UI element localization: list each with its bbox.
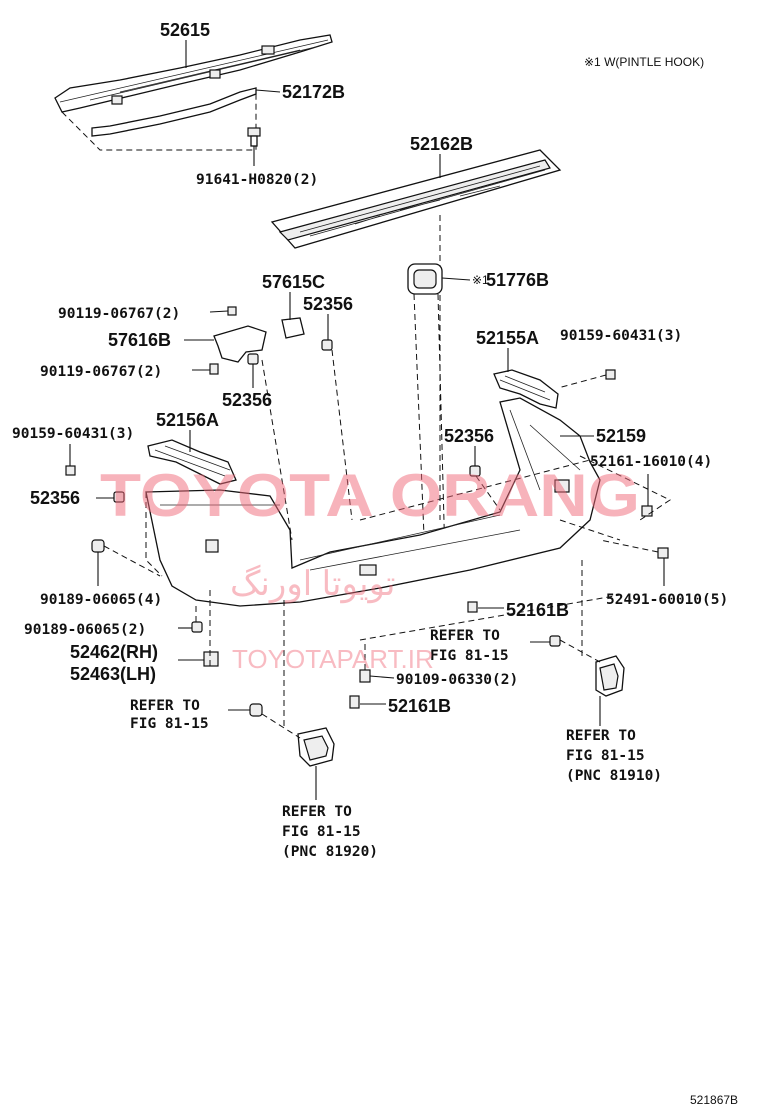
clip-52356-b[interactable]: [247, 353, 259, 365]
refer-2-line2: FIG 81-15: [130, 716, 209, 732]
refer-4-line2: FIG 81-15: [282, 824, 361, 840]
label-91641: 91641-H0820(2): [196, 172, 318, 188]
label-52463: 52463(LH): [70, 664, 156, 684]
screw-90159-60431-a[interactable]: [605, 369, 616, 380]
label-52159: 52159: [596, 426, 646, 446]
label-52156A: 52156A: [156, 410, 219, 430]
refer-3-line2: FIG 81-15: [566, 748, 645, 764]
clip-52356-c[interactable]: [113, 491, 125, 503]
label-52462: 52462(RH): [70, 642, 158, 662]
diagram-id: 521867B: [690, 1093, 738, 1107]
label-52161B-a: 52161B: [506, 600, 569, 620]
part-51776B-pintle-cover[interactable]: [407, 263, 443, 295]
label-52356-d: 52356: [444, 426, 494, 446]
label-57616B: 57616B: [108, 330, 171, 350]
leader-90119-a: [209, 310, 229, 313]
clip-52356-a[interactable]: [321, 339, 333, 351]
screw-52161B-a[interactable]: [467, 601, 478, 613]
label-52162B: 52162B: [410, 134, 473, 154]
clip-refer-1[interactable]: [549, 635, 561, 647]
part-52615-reinforcement[interactable]: [54, 34, 333, 113]
label-52172B: 52172B: [282, 82, 345, 102]
dash-52356-a: [331, 349, 353, 521]
refer-4-line3: (PNC 81920): [282, 844, 378, 860]
part-52162B-step-pad[interactable]: [270, 149, 562, 249]
screw-90119-06767-b[interactable]: [209, 363, 219, 375]
dash-90109: [359, 594, 621, 670]
label-52161B-b: 52161B: [388, 696, 451, 716]
dash-51776B: [413, 293, 446, 561]
label-52615: 52615: [160, 20, 210, 40]
refer-4-line1: REFER TO: [282, 804, 352, 820]
dash-misc-4: [195, 590, 211, 666]
part-reflector-right[interactable]: [595, 655, 625, 697]
leader-51776B: [441, 277, 471, 281]
label-90189-a: 90189-06065(4): [40, 592, 162, 608]
refer-1-line1: REFER TO: [430, 628, 500, 644]
label-52491: 52491-60010(5): [606, 592, 728, 608]
part-52156A-retainer[interactable]: [147, 439, 237, 485]
dash-reflector-left: [261, 600, 301, 739]
label-52356-a: 52356: [303, 294, 353, 314]
dash-52356-b: [261, 359, 293, 541]
label-90119-b: 90119-06767(2): [40, 364, 162, 380]
label-52161-16010: 52161-16010(4): [590, 454, 712, 470]
clip-refer-2[interactable]: [249, 703, 263, 717]
leader-90109: [369, 675, 395, 679]
refer-3-line3: (PNC 81910): [566, 768, 662, 784]
refer-2-line1: REFER TO: [130, 698, 200, 714]
screw-90119-06767-a[interactable]: [227, 306, 237, 316]
label-90189-b: 90189-06065(2): [24, 622, 146, 638]
label-90109: 90109-06330(2): [396, 672, 518, 688]
dash-52615: [61, 94, 257, 151]
dash-90189-a: [103, 545, 161, 577]
label-90159-a: 90159-60431(3): [560, 328, 682, 344]
dash-misc-3: [475, 475, 501, 511]
label-57615C: 57615C: [262, 272, 325, 292]
label-52356-c: 52356: [30, 488, 80, 508]
leader-52172B: [255, 89, 281, 93]
watermark-main: TOYOTA ORANG: [100, 462, 640, 529]
clip-90189-06065-a[interactable]: [91, 539, 105, 553]
screw-52161B-b[interactable]: [349, 695, 360, 709]
screw-52491-60010[interactable]: [657, 547, 669, 559]
label-51776B-mark: ※1: [472, 273, 489, 287]
bolt-91641-H0820[interactable]: [247, 127, 261, 147]
part-reflector-left[interactable]: [297, 727, 335, 767]
label-52155A: 52155A: [476, 328, 539, 348]
watermark-arabic: تویوتا اورنگ: [230, 564, 396, 604]
label-51776B: 51776B: [486, 270, 549, 290]
screw-90159-60431-b[interactable]: [65, 465, 76, 476]
part-57616B-bracket[interactable]: [213, 325, 267, 363]
watermark-site: TOYOTAPART.IR: [232, 644, 434, 674]
dash-misc-1: [145, 492, 163, 577]
screw-52161-16010[interactable]: [641, 505, 653, 517]
dash-52491: [599, 539, 659, 553]
label-52356-b: 52356: [222, 390, 272, 410]
dash-52161-16010: [559, 455, 672, 541]
part-52462-52463-pad[interactable]: [203, 651, 219, 667]
part-57615C-bracket[interactable]: [281, 317, 305, 339]
pintle-hook-note: ※1 W(PINTLE HOOK): [584, 55, 704, 69]
clip-90189-06065-b[interactable]: [191, 621, 203, 633]
refer-1-line2: FIG 81-15: [430, 648, 509, 664]
dash-90159-a: [557, 374, 607, 389]
label-90159-b: 90159-60431(3): [12, 426, 134, 442]
label-90119-a: 90119-06767(2): [58, 306, 180, 322]
dash-reflector-right: [559, 560, 601, 663]
part-52155A-retainer[interactable]: [493, 369, 559, 409]
refer-3-line1: REFER TO: [566, 728, 636, 744]
